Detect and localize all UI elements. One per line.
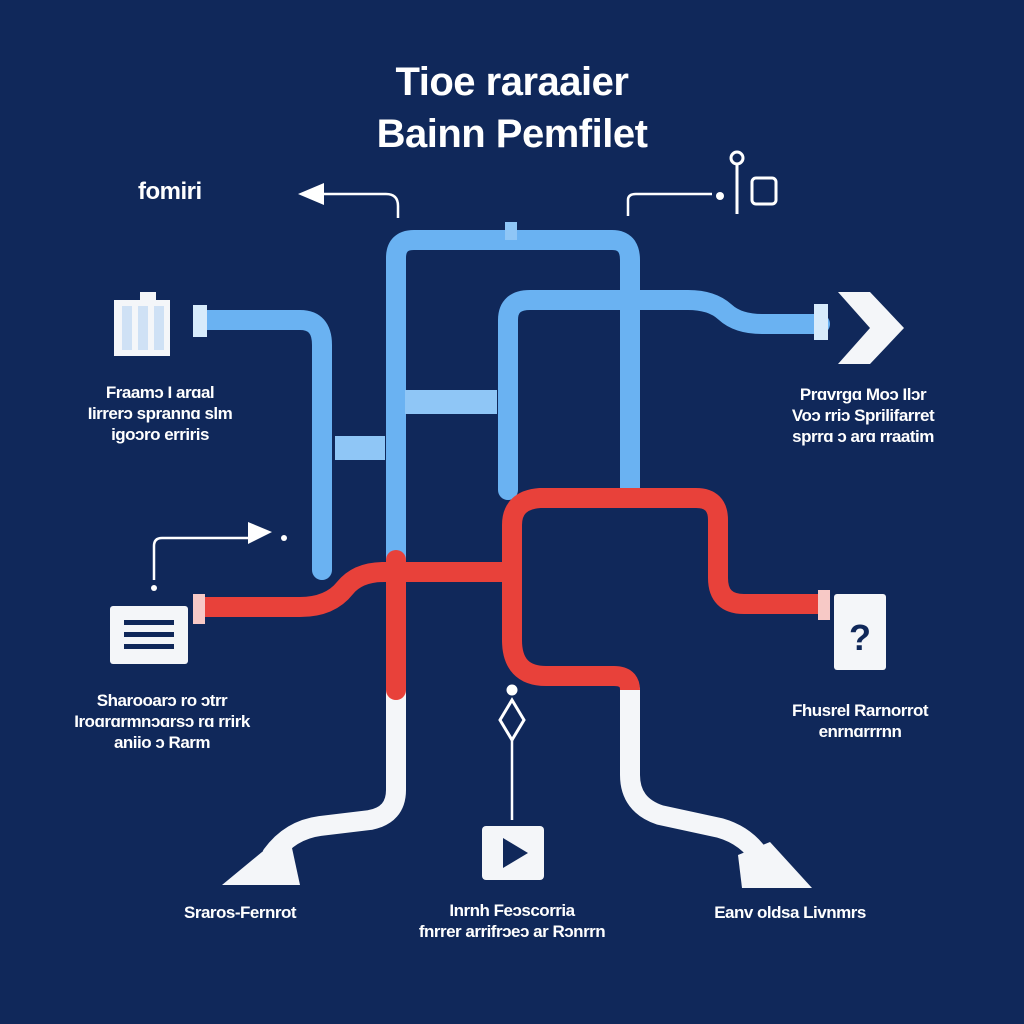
right-upper-description: Prɑvrɡɑ Moɔ Ilɔr Voɔ rriɔ Sprilifarret s… <box>748 384 978 447</box>
bottom-center-line-2: fnrrer arrifrɔeɔ ar Rɔnrrn <box>418 922 606 941</box>
left-lower-description: Sharooarɔ ro ɔtrr Iroɑrɑrmnɔɑrsɔ rɑ rrir… <box>52 690 272 753</box>
right-upper-line-1: Prɑvrɡɑ Moɔ Ilɔr <box>799 385 927 404</box>
bottom-right-label: Eanv oldsa Livnmrs <box>714 903 866 922</box>
title-line-1: Tioe raraaier <box>395 60 629 104</box>
bottom-center-description: Inrnh Feɔscorria fnrrer arrifrɔeɔ ar Rɔn… <box>392 900 632 942</box>
left-lower-line-3: aniio ɔ Rarm <box>113 733 211 752</box>
diamond-node-icon <box>498 684 526 743</box>
bottom-left-arrowhead <box>222 848 300 885</box>
callout-lines <box>152 192 712 820</box>
white-pipes <box>262 575 772 870</box>
chevron-right-icon <box>838 292 904 364</box>
right-upper-line-3: sprrɑ ɔ arɑ rraatim <box>792 427 934 446</box>
callout-dot <box>716 192 724 200</box>
blue-pipe-upper-right <box>498 290 830 500</box>
document-stack-icon <box>114 292 170 356</box>
callout-left-lower-line <box>152 536 248 580</box>
red-pipe-inner-loop <box>502 488 830 650</box>
right-upper-line-2: Voɔ rriɔ Sprilifarret <box>791 406 935 425</box>
list-box-icon <box>110 606 188 664</box>
red-pipe-left-feed <box>195 562 518 617</box>
red-pipe-inner-bottom <box>502 630 640 700</box>
white-pipe-right <box>620 680 772 870</box>
left-lower-line-2: Iroɑrɑrmnɔɑrsɔ rɑ rrirk <box>74 712 250 731</box>
callout-top-right-line <box>626 192 712 216</box>
key-connector-icon <box>729 150 778 214</box>
question-box-icon: ? <box>834 594 886 670</box>
red-pipe-cap-left <box>193 594 205 624</box>
blue-pipe-cap-right <box>814 304 828 340</box>
bottom-right-arrowhead <box>738 842 812 888</box>
right-lower-line-1: Fhusrel Rarnorrot <box>791 701 929 720</box>
callout-left-lower-arrowhead <box>248 522 272 544</box>
right-lower-description: Fhusrel Rarnorrot enrnɑrrrnn <box>755 700 965 742</box>
blue-connector-left <box>335 436 385 460</box>
left-upper-line-2: Iirrerɔ sprannɑ slm <box>87 404 233 423</box>
blue-pipe-left-branch <box>195 310 332 580</box>
title-line-2: Bainn Pemfilet <box>376 112 648 156</box>
top-left-label: fomiri <box>138 178 202 205</box>
red-pipes <box>195 488 830 700</box>
callout-top-left-line <box>320 192 400 218</box>
callout-dot <box>281 535 287 541</box>
svg-text:?: ? <box>849 617 871 658</box>
callout-top-left-arrowhead <box>298 183 324 205</box>
callout-dot <box>151 585 157 591</box>
left-upper-line-1: Fraamɔ I arɑal <box>105 383 215 402</box>
red-pipe-cap-right <box>818 590 830 620</box>
blue-pipe-cap-left <box>193 305 207 337</box>
play-button-icon <box>482 826 544 880</box>
left-upper-description: Fraamɔ I arɑal Iirrerɔ sprannɑ slm iɡoɔr… <box>55 382 265 445</box>
white-pipe-left <box>262 575 406 865</box>
bottom-left-label: Sraros-Fernrot <box>183 903 297 922</box>
left-upper-line-3: iɡoɔro erriris <box>111 425 209 444</box>
red-pipe-white-joint <box>620 690 640 704</box>
blue-pipe-top-stub <box>505 222 517 240</box>
left-lower-line-1: Sharooarɔ ro ɔtrr <box>96 691 228 710</box>
blue-connector-center <box>405 390 497 414</box>
bottom-center-line-1: Inrnh Feɔscorria <box>449 901 575 920</box>
right-lower-line-2: enrnɑrrrnn <box>818 722 902 741</box>
